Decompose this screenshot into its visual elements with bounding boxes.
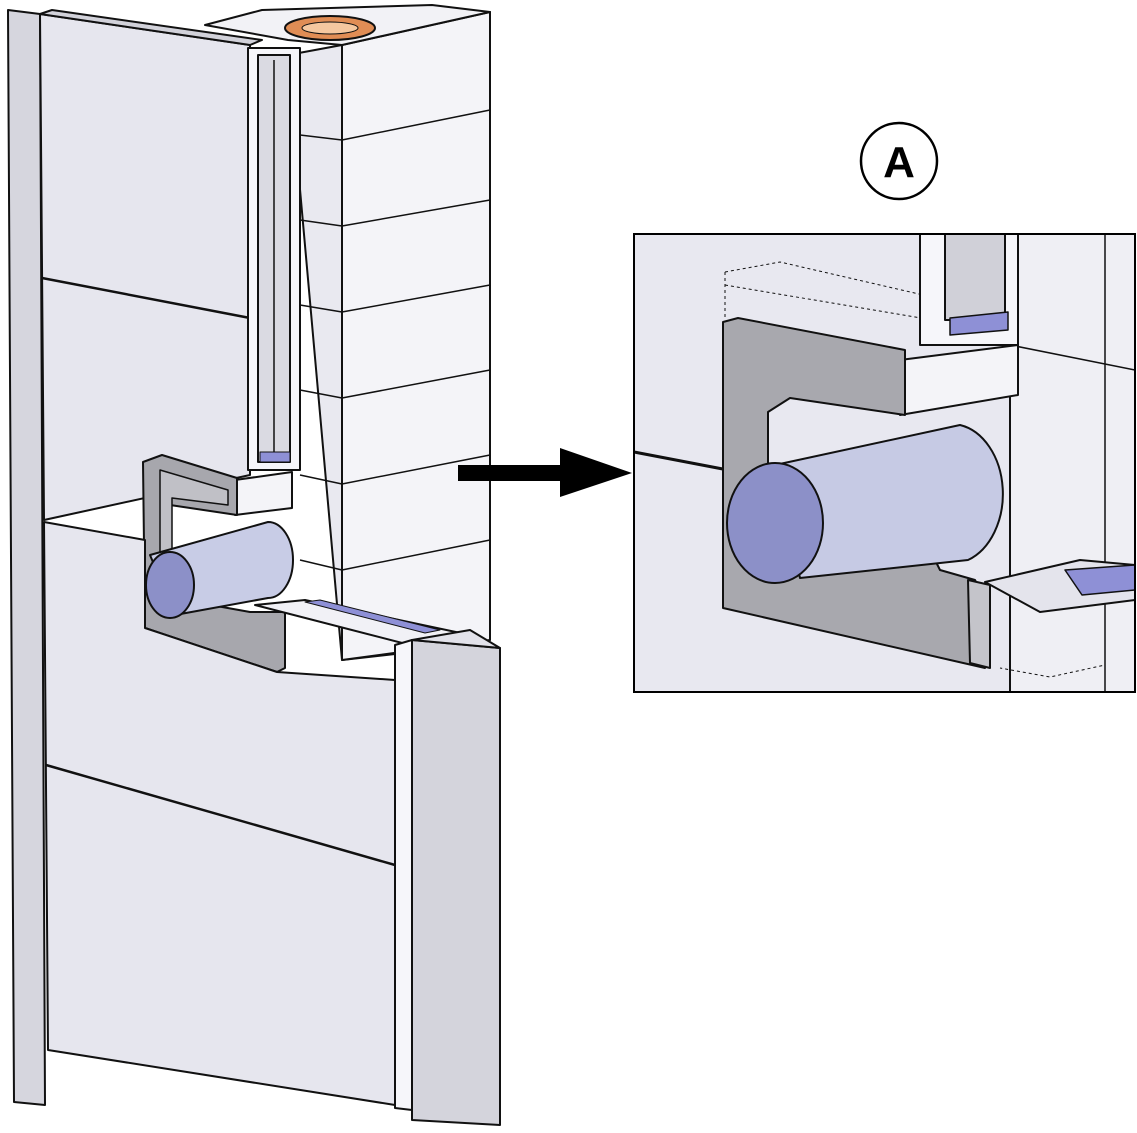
detail-label: A (883, 138, 915, 187)
upper-panel-top-edge (39, 9, 263, 46)
callout-circle (859, 121, 939, 201)
right-panel-top (411, 629, 501, 649)
detail-lower-rail-accent (1064, 564, 1135, 596)
left-edge-strip (7, 9, 46, 1106)
upper-cladding-panel (39, 13, 251, 521)
detail-bracket-lip (967, 579, 991, 669)
lower-panel-joint (45, 763, 396, 867)
detail-rail-channel (944, 234, 1006, 321)
masonry-course-lines (299, 109, 491, 571)
detail-panel-joint (634, 450, 729, 472)
back-column-side (341, 11, 491, 661)
upper-rail-foot-block (234, 471, 293, 516)
right-panel-face (411, 639, 501, 1126)
anchor-hole-icon (301, 21, 359, 35)
detail-frame (633, 233, 1136, 693)
detail-tube (774, 424, 1004, 579)
detail-arrow (458, 448, 632, 497)
main-tube-end (145, 551, 195, 619)
detail-view (633, 233, 1136, 693)
lower-rail-accent (304, 599, 441, 634)
upper-rail-accent (259, 451, 291, 463)
detail-back-block (1009, 234, 1135, 692)
detail-rail-accent (949, 311, 1009, 336)
detail-tube-end (726, 462, 824, 584)
detail-callout: A (859, 121, 939, 201)
main-assembly (7, 4, 501, 1126)
upper-panel-joint (41, 276, 251, 320)
lower-vertical-rail (394, 639, 413, 1111)
